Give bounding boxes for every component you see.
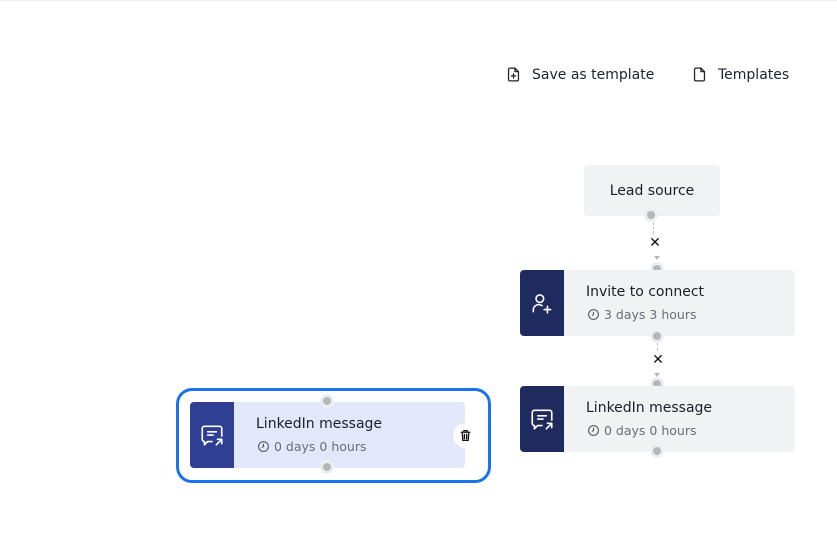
linkedin-message-node[interactable]: LinkedIn message 0 days 0 hours [520,386,795,452]
save-as-template-label: Save as template [532,66,655,83]
connector-handle[interactable] [320,394,334,408]
node-delay: 0 days 0 hours [274,439,367,454]
top-divider [0,0,837,1]
lead-source-node[interactable]: Lead source [584,165,720,216]
node-icon-strip [520,386,564,452]
node-icon-strip [190,402,234,468]
clock-icon [258,441,269,452]
remove-edge-icon[interactable]: ✕ [652,352,664,368]
edge-line [653,222,654,234]
node-icon-strip [520,270,564,336]
file-plus-icon [507,67,520,82]
templates-label: Templates [718,66,790,83]
node-title: Invite to connect [586,284,705,300]
file-icon [693,67,706,82]
remove-edge-icon[interactable]: ✕ [649,235,661,251]
node-title: LinkedIn message [586,400,713,416]
connector-handle[interactable] [320,460,334,474]
selection-outline [176,388,491,483]
edge-line [657,343,658,351]
lead-source-title: Lead source [609,182,695,199]
connector-handle[interactable] [650,329,664,343]
connector-handle[interactable] [644,208,658,222]
selected-linkedin-message-node[interactable]: LinkedIn message 0 days 0 hours [190,402,465,468]
templates-button[interactable]: Templates [691,66,789,83]
node-delay: 0 days 0 hours [604,423,697,438]
save-as-template-button[interactable]: Save as template [505,66,654,83]
user-plus-icon [532,294,552,314]
message-icon [201,425,223,446]
edge-arrow-icon [654,256,660,260]
connector-handle[interactable] [650,444,664,458]
node-title: LinkedIn message [256,416,383,432]
clock-icon [588,425,599,436]
delete-node-button[interactable] [453,423,478,448]
edge-arrow-icon [654,373,660,377]
trash-icon [460,429,471,442]
invite-to-connect-node[interactable]: Invite to connect 3 days 3 hours [520,270,795,336]
clock-icon [588,309,599,320]
message-icon [531,409,553,430]
node-delay: 3 days 3 hours [604,307,697,322]
